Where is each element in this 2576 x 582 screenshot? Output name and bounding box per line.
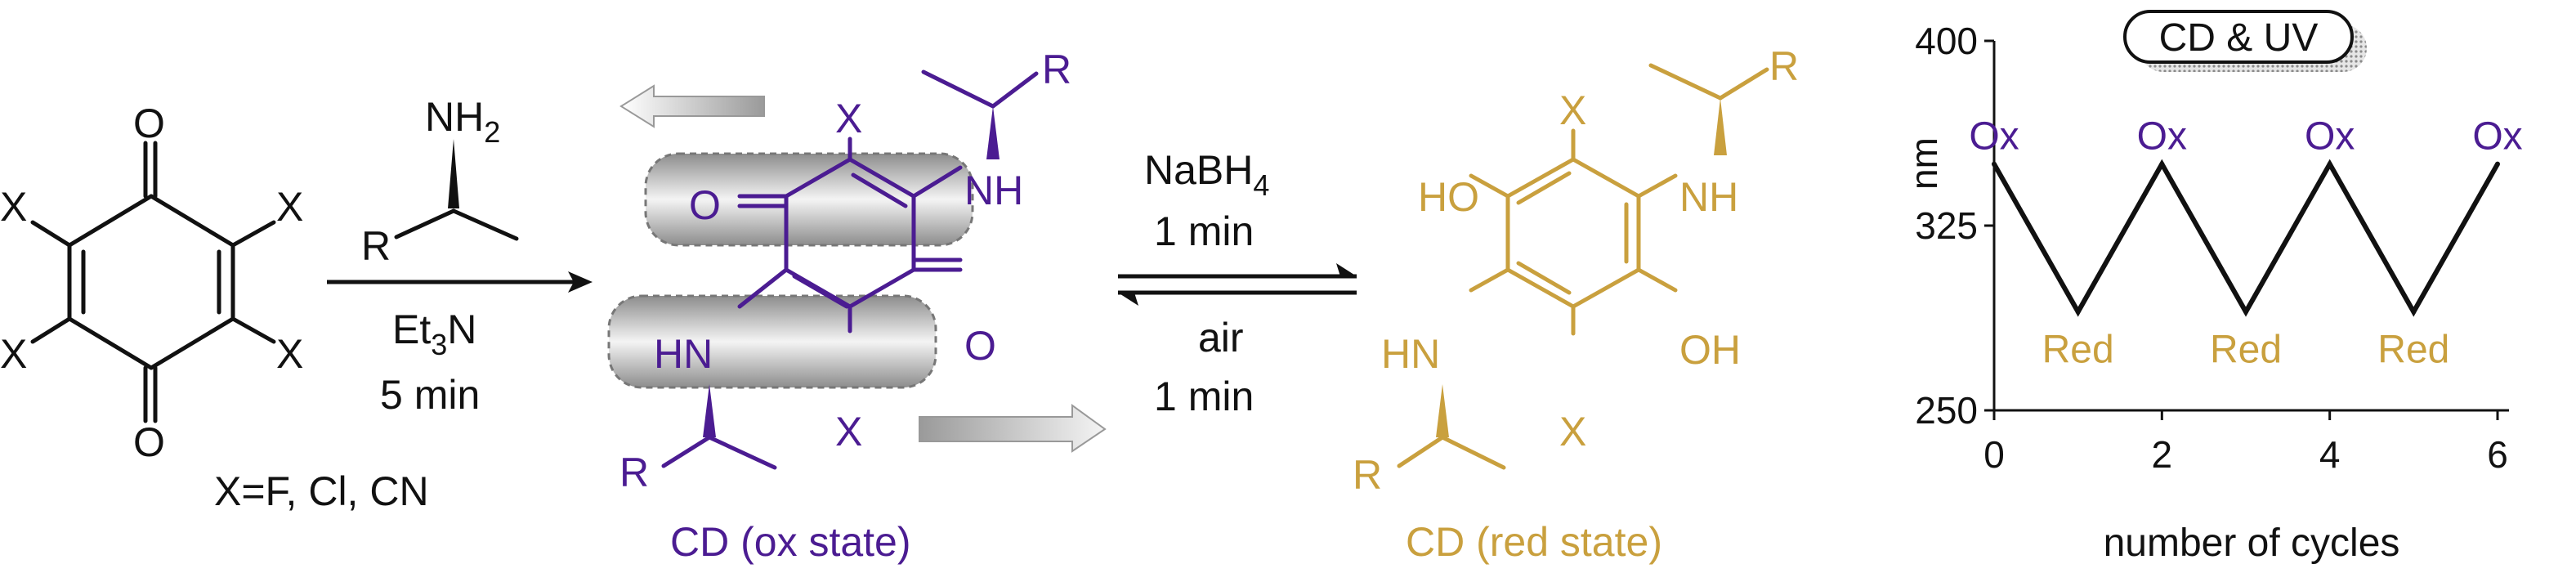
red-caption: CD (red state) [1406,519,1662,565]
data-point [1992,161,1997,167]
atom-o: O [689,182,721,228]
reactant-quinone: O O X X X X [0,101,303,465]
ox-caption: CD (ox state) [670,519,911,565]
reactant-conditions: X=F, Cl, CN [214,468,429,514]
pill-top [644,152,974,247]
step2-reverse-reagent: air [1198,315,1244,360]
chiral-amine: NH2 R [361,94,519,269]
shift-arrow-left [619,84,765,128]
atom-r: R [1042,47,1071,92]
shift-arrow-right [919,404,1107,453]
ox-point-label: Ox [2137,115,2187,159]
data-point [2327,161,2332,167]
ox-point-label: Ox [1969,115,2019,159]
atom-x: X [276,331,303,377]
step2-forward-time: 1 min [1154,208,1254,254]
pill-bottom [607,294,937,389]
red-molecule: HO OH X X NH HN R R [1353,43,1799,498]
chart-title: CD & UV [2159,16,2319,60]
cycle-series-line [1992,159,2500,317]
data-point [2411,309,2417,315]
atom-r: R [1353,452,1382,498]
step1-time: 5 min [380,372,480,418]
amine-nh2: NH2 [425,94,500,149]
x-tick-label: 6 [2487,433,2508,476]
atom-oh: OH [1679,327,1741,373]
x-tick-label: 0 [1983,433,2005,476]
atom-o-top: O [133,101,165,146]
y-tick-label: 250 [1915,389,1978,432]
x-tick-label: 4 [2319,433,2341,476]
red-point-label: Red [2210,328,2282,371]
atom-o: O [964,323,996,369]
data-point [2075,309,2081,315]
atom-x: X [1559,409,1586,454]
y-tick-label: 400 [1915,20,1978,62]
ox-molecule: O O X X NH HN R R [619,47,1071,495]
x-tick-label: 2 [2152,433,2173,476]
atom-o-bottom: O [133,419,165,465]
step1-arrow [327,271,593,293]
amine-r: R [361,223,391,269]
step2-forward-reagent: NaBH4 [1144,147,1269,202]
data-point [2159,161,2165,167]
data-point [2243,309,2248,315]
ox-point-label: Ox [2472,115,2522,159]
y-tick-label: 325 [1915,204,1978,247]
atom-ho: HO [1418,174,1479,220]
data-point [2495,161,2500,167]
red-point-label: Red [2042,328,2114,371]
atom-x: X [0,184,27,230]
chart-title-box [2123,10,2354,64]
atom-nh: NH [1679,174,1738,220]
atom-hn: HN [654,331,713,377]
atom-x: X [1559,87,1586,133]
atom-r: R [619,450,649,495]
y-axis-label: nm [1903,137,1945,190]
red-point-label: Red [2377,328,2449,371]
atom-r: R [1769,43,1799,89]
atom-x: X [276,184,303,230]
atom-x: X [835,96,862,141]
equilibrium-arrows [1118,263,1357,306]
atom-x: X [835,409,862,454]
step1-reagent: Et3N [392,307,476,361]
step2-reverse-time: 1 min [1154,374,1254,419]
x-axis-label: number of cycles [2104,522,2400,565]
atom-nh: NH [964,168,1023,213]
ox-point-label: Ox [2305,115,2355,159]
atom-x: X [0,331,27,377]
atom-hn: HN [1381,331,1440,377]
